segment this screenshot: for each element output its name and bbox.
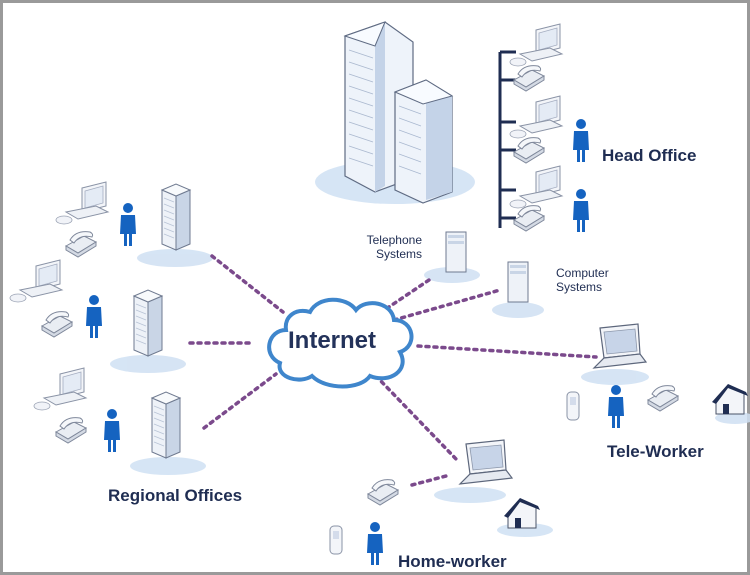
laptop-icon xyxy=(459,439,513,485)
telephone-systems-line-1: Telephone xyxy=(366,233,422,247)
head-office-label: Head Office xyxy=(602,146,697,165)
computer-systems-label: Computer Systems xyxy=(556,266,609,294)
mobile-phone-icon xyxy=(329,525,343,555)
telephone-systems-label: Telephone Systems xyxy=(346,233,422,261)
telephone-systems-server-icon xyxy=(445,231,467,273)
head-office-building-icon xyxy=(343,21,454,204)
home-worker-label: Home-worker xyxy=(398,552,507,571)
computer-systems-server-icon xyxy=(507,261,529,303)
mobile-phone-icon xyxy=(566,391,580,421)
head-office-bracket xyxy=(498,50,516,228)
laptop-icon xyxy=(593,323,647,369)
computer-systems-line-2: Systems xyxy=(556,280,603,294)
telephone-systems-line-2: Systems xyxy=(375,247,422,261)
server-tower-icon xyxy=(161,183,191,251)
computer-systems-line-1: Computer xyxy=(556,266,609,280)
server-tower-icon xyxy=(133,289,163,357)
server-tower-icon xyxy=(151,391,181,459)
connection-lines xyxy=(188,254,598,487)
tele-worker-label: Tele-Worker xyxy=(607,442,704,461)
regional-offices-label: Regional Offices xyxy=(108,486,243,505)
cloud-icon xyxy=(267,297,414,389)
internet-label: Internet xyxy=(288,327,377,354)
